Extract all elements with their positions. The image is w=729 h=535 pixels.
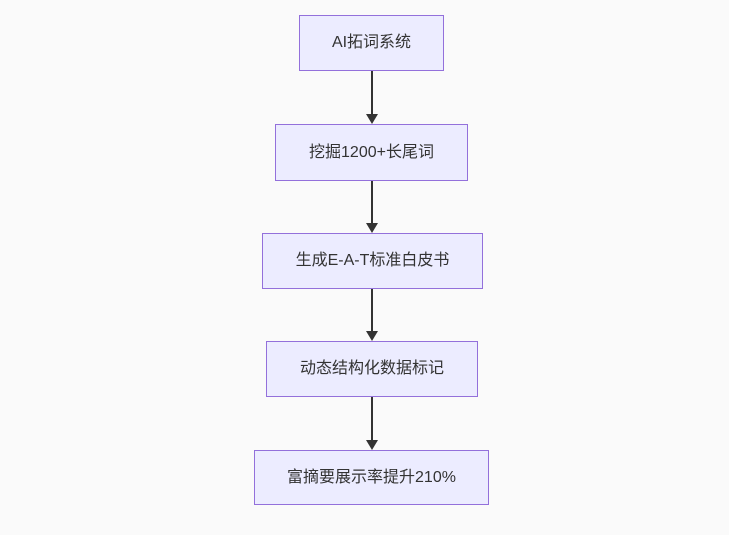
flow-node-label: 生成E-A-T标准白皮书 [295,252,450,270]
flow-arrow-3 [365,289,378,341]
flow-node-eat-whitepaper: 生成E-A-T标准白皮书 [262,233,483,289]
arrow-shaft [370,289,373,331]
arrow-head-icon [365,331,378,341]
arrow-shaft [370,181,373,223]
arrow-shaft [370,397,373,440]
flow-node-longtail-mining: 挖掘1200+长尾词 [275,124,468,181]
arrow-head-icon [365,440,378,450]
flow-node-label: 挖掘1200+长尾词 [309,143,434,161]
flow-node-label: 富摘要展示率提升210% [287,468,456,486]
arrow-head-icon [365,114,378,124]
flow-node-label: AI拓词系统 [331,34,412,52]
flow-arrow-1 [365,71,378,124]
flow-arrow-4 [365,397,378,450]
flow-node-label: 动态结构化数据标记 [299,360,444,378]
flow-node-structured-data-markup: 动态结构化数据标记 [266,341,478,397]
flow-node-rich-snippet-result: 富摘要展示率提升210% [254,450,489,505]
flow-node-ai-keyword-system: AI拓词系统 [299,15,444,71]
arrow-head-icon [365,223,378,233]
arrow-shaft [370,71,373,114]
flow-arrow-2 [365,181,378,233]
